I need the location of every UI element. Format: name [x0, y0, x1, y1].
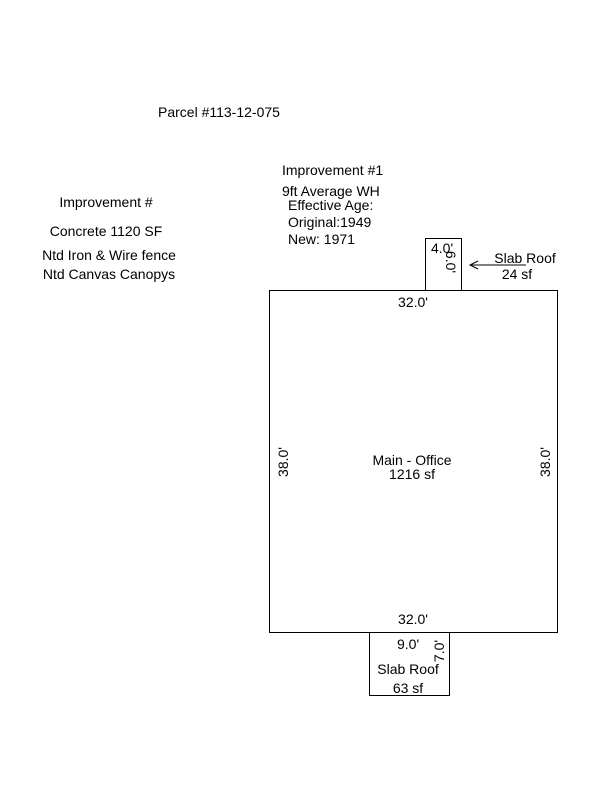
improvement1-effective-age-label: Effective Age: — [288, 197, 374, 213]
left-note-concrete: Concrete 1120 SF — [49, 223, 163, 239]
left-improvement-title: Improvement # — [59, 194, 153, 210]
slab-roof-bottom-name: Slab Roof — [377, 661, 439, 677]
left-note-fence: Ntd Iron & Wire fence — [42, 247, 176, 263]
improvement1-wall-height: 9ft Average WH — [282, 183, 380, 199]
main-office-bottom-dim: 32.0' — [398, 611, 428, 627]
left-note-canopys: Ntd Canvas Canopys — [42, 266, 176, 282]
slab-roof-bottom-outline — [369, 632, 450, 696]
slab-roof-bottom-area: 63 sf — [392, 680, 424, 696]
main-office-area: 1216 sf — [389, 466, 435, 482]
main-office-top-dim: 32.0' — [398, 294, 428, 310]
improvement1-new: New: 1971 — [288, 231, 355, 247]
main-office-name: Main - Office — [372, 452, 452, 468]
slab-roof-top-arrow — [468, 260, 526, 270]
slab-roof-top-area: 24 sf — [501, 266, 533, 282]
slab-roof-bottom-width-dim: 9.0' — [397, 636, 420, 652]
slab-roof-top-height-dim: 6.0' — [443, 250, 459, 274]
parcel-label: Parcel #113-12-075 — [158, 104, 280, 120]
slab-roof-bottom-height-dim: 7.0' — [431, 639, 447, 663]
main-office-left-dim: 38.0' — [275, 447, 291, 477]
slab-roof-top-name: Slab Roof — [494, 250, 556, 266]
main-office-right-dim: 38.0' — [537, 447, 553, 477]
improvement1-title: Improvement #1 — [282, 162, 384, 178]
slab-roof-top-width-dim: 4.0' — [431, 240, 454, 256]
improvement1-original: Original:1949 — [288, 214, 372, 230]
